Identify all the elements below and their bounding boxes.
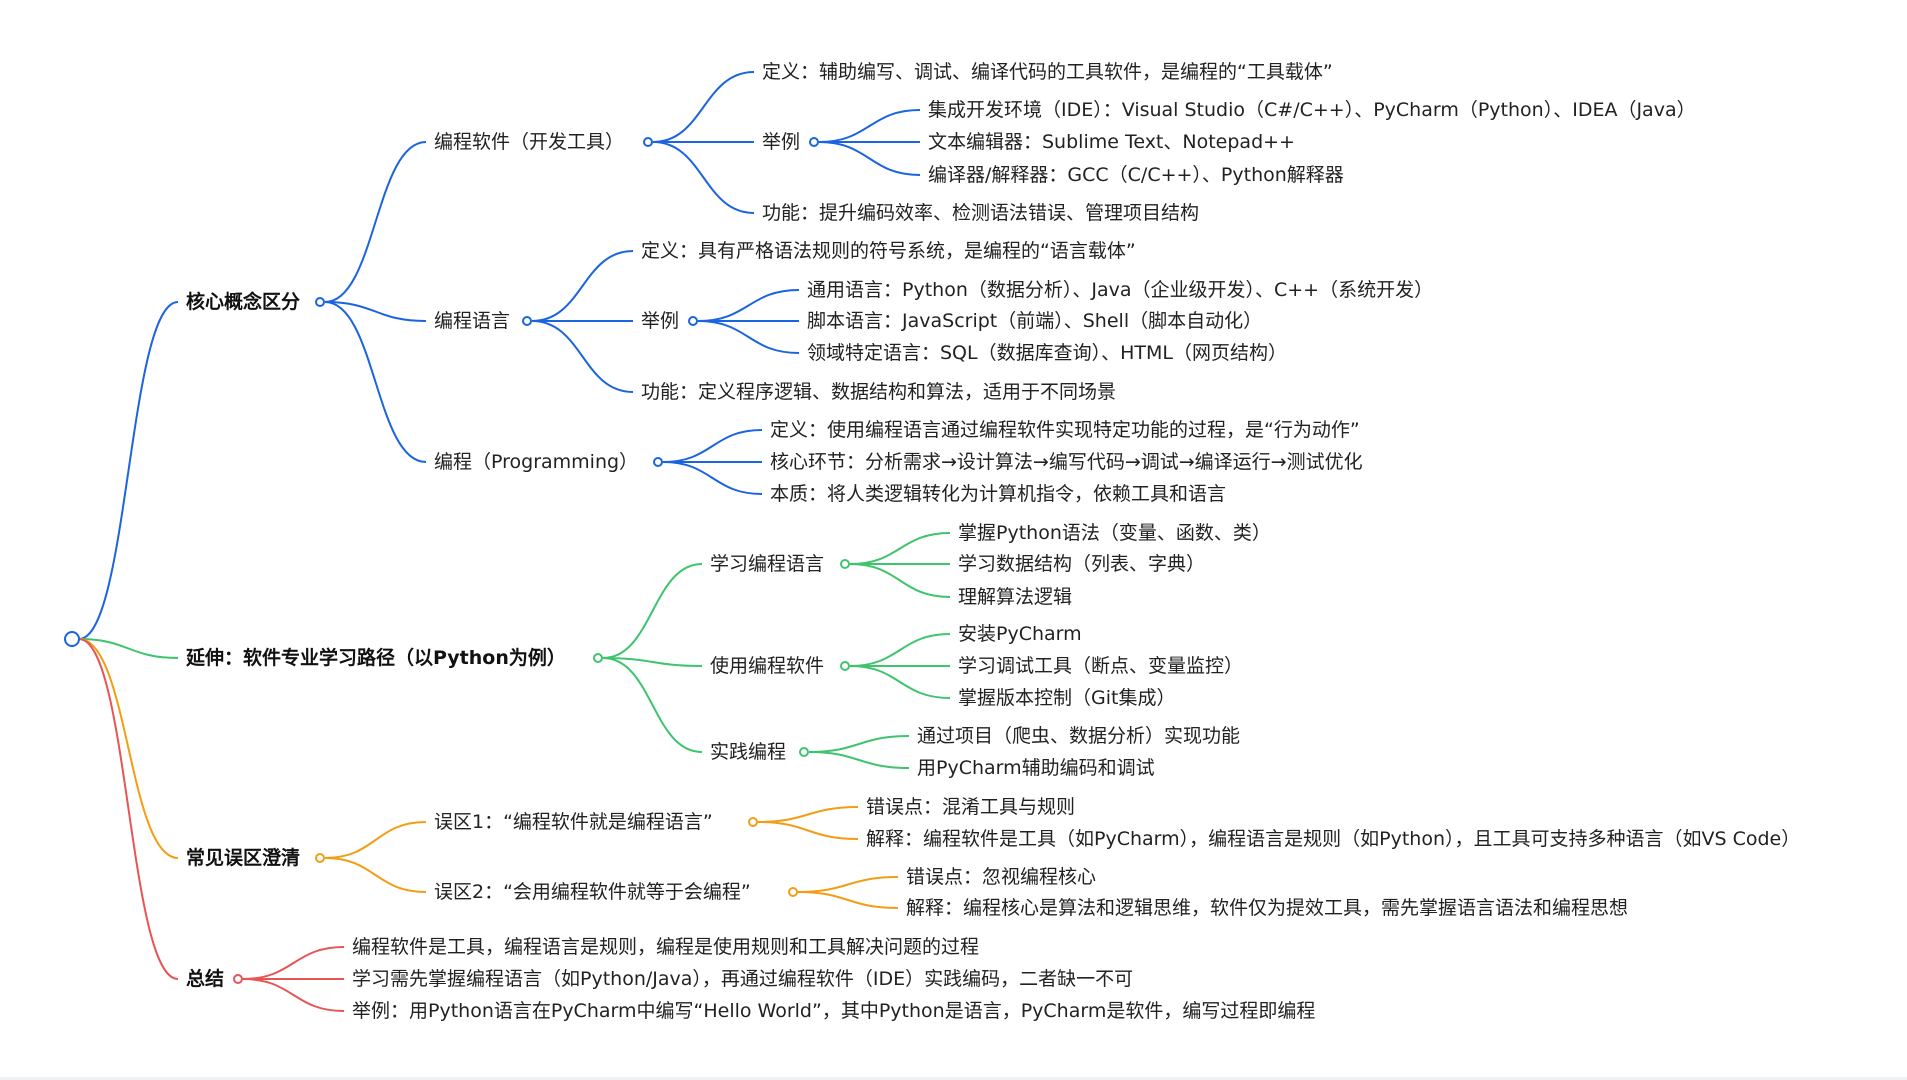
leaf-node[interactable]: 集成开发环境（IDE）：Visual Studio（C#/C++）、PyChar… <box>928 99 1696 121</box>
leaf-node[interactable]: 错误点：混淆工具与规则 <box>866 796 1076 818</box>
topic-toggle-icon[interactable] <box>522 316 532 326</box>
subtopic-toggle-icon[interactable] <box>809 137 819 147</box>
topic-node[interactable]: 编程软件（开发工具） <box>434 131 625 153</box>
connector-line <box>697 289 800 322</box>
connector-line <box>808 735 910 753</box>
topic-toggle-icon[interactable] <box>653 457 663 467</box>
leaf-node[interactable]: 解释：编程核心是算法和逻辑思维，软件仅为提效工具，需先掌握语言语法和编程思想 <box>906 897 1629 919</box>
leaf-node[interactable]: 领域特定语言：SQL（数据库查询）、HTML（网页结构） <box>807 342 1287 364</box>
leaf-node[interactable]: 编译器/解释器：GCC（C/C++）、Python解释器 <box>928 164 1344 186</box>
leaf-node[interactable]: 理解算法逻辑 <box>958 586 1073 608</box>
topic-toggle-icon[interactable] <box>799 747 809 757</box>
branch-toggle-icon[interactable] <box>315 297 325 307</box>
connector-line <box>797 891 899 909</box>
leaf-node[interactable]: 定义：辅助编写、调试、编译代码的工具软件，是编程的“工具载体” <box>762 61 1333 83</box>
topic-node[interactable]: 学习编程语言 <box>710 553 825 575</box>
connector-line <box>324 301 427 322</box>
connector-line <box>849 665 951 699</box>
root-node-toggle-icon[interactable] <box>64 631 80 647</box>
subtopic-node[interactable]: 举例 <box>641 310 680 332</box>
branch-core[interactable]: 核心概念区分 <box>186 291 301 313</box>
connector-line <box>324 141 427 303</box>
connector-line <box>849 563 951 598</box>
topic-toggle-icon[interactable] <box>748 817 758 827</box>
branch-toggle-icon[interactable] <box>593 653 603 663</box>
connector-line <box>242 946 345 980</box>
connector-line <box>662 461 763 495</box>
topic-toggle-icon[interactable] <box>643 137 653 147</box>
connector-line <box>797 876 899 893</box>
leaf-node[interactable]: 文本编辑器：Sublime Text、Notepad++ <box>928 131 1295 153</box>
leaf-node[interactable]: 安装PyCharm <box>958 623 1082 645</box>
connector-line <box>78 301 179 640</box>
connector-line <box>78 638 179 859</box>
leaf-node[interactable]: 学习数据结构（列表、字典） <box>958 553 1206 575</box>
leaf-node[interactable]: 错误点：忽视编程核心 <box>906 866 1097 888</box>
connector-line <box>324 301 427 463</box>
topic-toggle-icon[interactable] <box>788 887 798 897</box>
connector-line <box>531 250 634 322</box>
connector-line <box>818 141 921 176</box>
leaf-node[interactable]: 功能：定义程序逻辑、数据结构和算法，适用于不同场景 <box>641 381 1117 403</box>
leaf-node[interactable]: 用PyCharm辅助编码和调试 <box>917 757 1155 779</box>
connector-line <box>602 657 703 753</box>
branch-toggle-icon[interactable] <box>315 853 325 863</box>
topic-node[interactable]: 编程语言 <box>434 310 511 332</box>
connector-line <box>78 638 179 659</box>
connector-line <box>849 532 951 565</box>
connector-line <box>324 857 427 893</box>
leaf-node[interactable]: 通用语言：Python（数据分析）、Java（企业级开发）、C++（系统开发） <box>807 279 1434 301</box>
leaf-node[interactable]: 定义：具有严格语法规则的符号系统，是编程的“语言载体” <box>641 240 1136 262</box>
leaf-node[interactable]: 功能：提升编码效率、检测语法错误、管理项目结构 <box>762 202 1200 224</box>
connector-line <box>242 978 345 1012</box>
branch-myths[interactable]: 常见误区澄清 <box>186 847 301 869</box>
leaf-node[interactable]: 编程软件是工具，编程语言是规则，编程是使用规则和工具解决问题的过程 <box>352 936 980 958</box>
connector-line <box>78 638 179 980</box>
connector-line <box>531 320 634 393</box>
topic-toggle-icon[interactable] <box>840 661 850 671</box>
connector-line <box>757 821 859 840</box>
leaf-node[interactable]: 通过项目（爬虫、数据分析）实现功能 <box>917 725 1241 747</box>
leaf-node[interactable]: 学习需先掌握编程语言（如Python/Java），再通过编程软件（IDE）实践编… <box>352 968 1134 990</box>
connector-line <box>652 71 755 143</box>
connector-line <box>652 141 755 214</box>
connector-line <box>757 806 859 823</box>
connector-line <box>808 751 910 769</box>
bottom-edge-divider <box>0 1077 1907 1080</box>
connector-line <box>602 563 703 659</box>
leaf-node[interactable]: 掌握Python语法（变量、函数、类） <box>958 522 1271 544</box>
connector-line <box>662 429 763 463</box>
topic-node[interactable]: 误区1：“编程软件就是编程语言” <box>434 811 713 833</box>
subtopic-toggle-icon[interactable] <box>688 316 698 326</box>
connector-line <box>324 821 427 859</box>
topic-node[interactable]: 实践编程 <box>710 741 787 763</box>
topic-node[interactable]: 误区2：“会用编程软件就等于会编程” <box>434 881 751 903</box>
connector-line <box>849 633 951 667</box>
topic-node[interactable]: 编程（Programming） <box>434 451 639 473</box>
connector-line <box>818 109 921 143</box>
leaf-node[interactable]: 定义：使用编程语言通过编程软件实现特定功能的过程，是“行为动作” <box>770 419 1360 441</box>
leaf-node[interactable]: 掌握版本控制（Git集成） <box>958 687 1176 709</box>
leaf-node[interactable]: 举例：用Python语言在PyCharm中编写“Hello World”，其中P… <box>352 1000 1316 1022</box>
branch-summary[interactable]: 总结 <box>186 968 225 990</box>
leaf-node[interactable]: 解释：编程软件是工具（如PyCharm），编程语言是规则（如Python），且工… <box>866 828 1801 850</box>
leaf-node[interactable]: 脚本语言：JavaScript（前端）、Shell（脚本自动化） <box>807 310 1263 332</box>
subtopic-node[interactable]: 举例 <box>762 131 801 153</box>
leaf-node[interactable]: 学习调试工具（断点、变量监控） <box>958 655 1244 677</box>
connector-line <box>602 657 703 667</box>
branch-path[interactable]: 延伸：软件专业学习路径（以Python为例） <box>186 647 566 669</box>
connector-line <box>697 320 800 354</box>
topic-toggle-icon[interactable] <box>840 559 850 569</box>
branch-toggle-icon[interactable] <box>233 974 243 984</box>
leaf-node[interactable]: 核心环节：分析需求→设计算法→编写代码→调试→编译运行→测试优化 <box>770 451 1363 473</box>
leaf-node[interactable]: 本质：将人类逻辑转化为计算机指令，依赖工具和语言 <box>770 483 1227 505</box>
topic-node[interactable]: 使用编程软件 <box>710 655 825 677</box>
